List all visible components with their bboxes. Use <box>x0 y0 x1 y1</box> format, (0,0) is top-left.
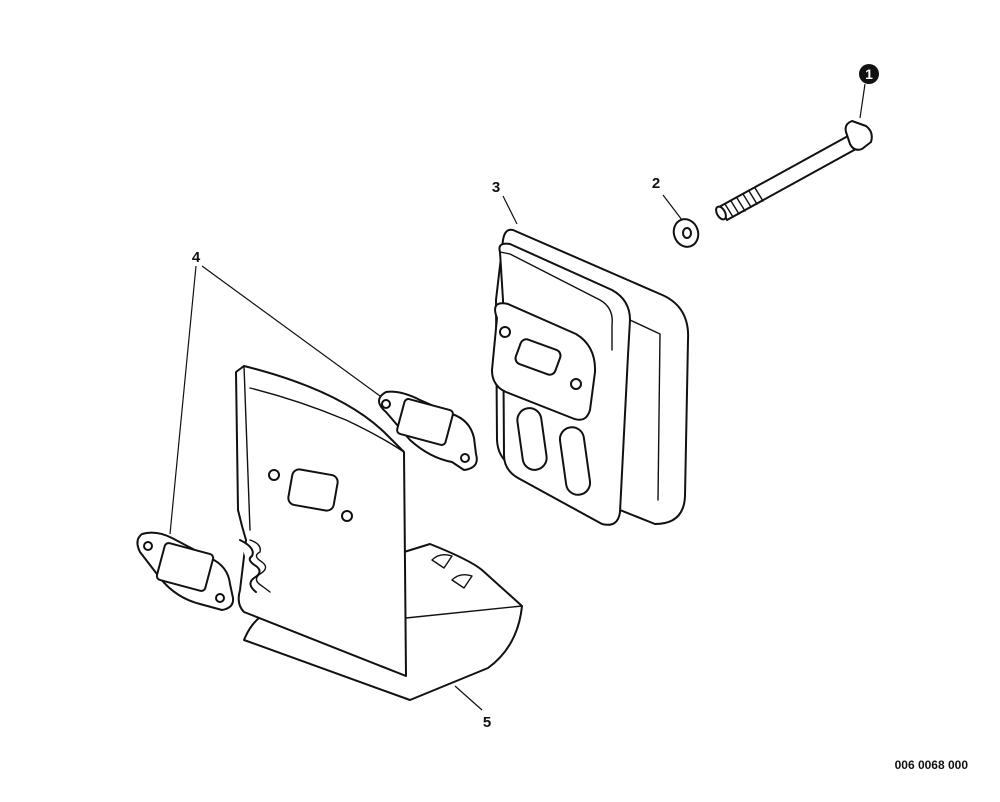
callout-label-muffler: 3 <box>492 179 500 196</box>
leader-washer <box>662 194 683 221</box>
leader-muffler <box>502 195 518 225</box>
callout-label-gasket: 4 <box>192 249 201 266</box>
bolt-part <box>715 120 873 221</box>
leader-lines <box>169 83 866 711</box>
callout-label-washer: 2 <box>652 175 660 192</box>
gasket-part-upper <box>378 390 478 471</box>
muffler-part <box>491 228 690 526</box>
callout-label-bolt: 1 <box>865 66 873 82</box>
leader-gasket-upper <box>201 265 381 397</box>
callout-badge-bolt: 1 <box>859 64 879 84</box>
leader-gasket-lower <box>169 265 197 535</box>
gasket-part-lower <box>136 531 235 611</box>
leader-heat-shield <box>454 685 483 711</box>
leader-bolt <box>859 83 866 119</box>
washer-part <box>672 218 700 248</box>
callout-label-heat-shield: 5 <box>483 714 491 731</box>
document-number: 006 0068 000 <box>895 758 969 772</box>
heat-shield-part <box>235 365 523 701</box>
